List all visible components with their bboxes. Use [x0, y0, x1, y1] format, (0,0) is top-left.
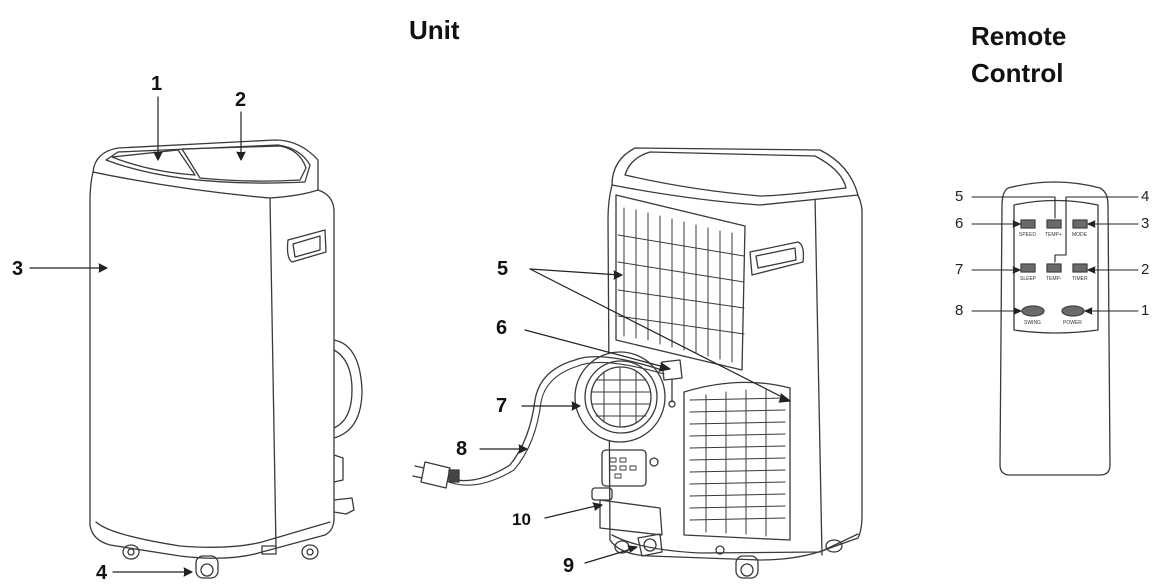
unit-title: Unit: [409, 15, 460, 45]
callout-back-6: 6: [496, 317, 508, 339]
callout-remote-7: 7: [955, 261, 964, 278]
remote-label-temp-down: TEMP-: [1046, 276, 1062, 282]
remote-label-timer: TIMER: [1072, 276, 1088, 282]
remote-label-swing: SWING: [1024, 320, 1041, 326]
remote-label-speed: SPEED: [1019, 232, 1036, 238]
callout-remote-3: 3: [1141, 215, 1150, 232]
remote-btn-timer[interactable]: [1072, 263, 1088, 273]
remote-btn-power[interactable]: [1061, 305, 1085, 317]
remote-label-power: POWER: [1063, 320, 1082, 326]
callout-front-2: 2: [235, 89, 247, 111]
callout-back-9: 9: [563, 555, 575, 577]
remote-btn-temp-down[interactable]: [1046, 263, 1062, 273]
unit-back-leaders: [479, 268, 791, 564]
remote-btn-swing[interactable]: [1021, 305, 1045, 317]
callout-remote-8: 8: [955, 302, 964, 319]
remote-btn-sleep[interactable]: [1020, 263, 1036, 273]
unit-front-leaders: [29, 96, 246, 577]
callout-back-5: 5: [497, 258, 509, 280]
callout-front-3: 3: [12, 258, 24, 280]
callout-front-1: 1: [151, 73, 163, 95]
remote-title-line1: Remote: [971, 21, 1067, 51]
remote-label-mode: MODE: [1072, 232, 1088, 238]
callout-front-4: 4: [96, 562, 108, 584]
callout-back-8: 8: [456, 438, 468, 460]
callout-remote-5: 5: [955, 188, 964, 205]
unit-front-drawing: [89, 139, 363, 579]
remote-label-temp-up: TEMP+: [1045, 232, 1062, 238]
callout-back-7: 7: [496, 395, 508, 417]
remote-btn-speed[interactable]: [1020, 219, 1036, 229]
remote-title-line2: Control: [971, 58, 1064, 88]
remote-label-sleep: SLEEP: [1020, 276, 1037, 282]
callout-remote-1: 1: [1141, 302, 1150, 319]
callout-back-10: 10: [512, 510, 531, 529]
remote-btn-temp-up[interactable]: [1046, 219, 1062, 229]
callout-remote-6: 6: [955, 215, 964, 232]
remote-button-labels: SPEED TEMP+ MODE SLEEP TEMP- TIMER SWING…: [1019, 232, 1088, 326]
remote-btn-mode[interactable]: [1072, 219, 1088, 229]
callout-remote-4: 4: [1141, 188, 1150, 205]
remote-drawing: [999, 181, 1111, 476]
remote-leaders: [971, 196, 1139, 315]
unit-back-drawing: [412, 147, 863, 579]
callout-remote-2: 2: [1141, 261, 1150, 278]
